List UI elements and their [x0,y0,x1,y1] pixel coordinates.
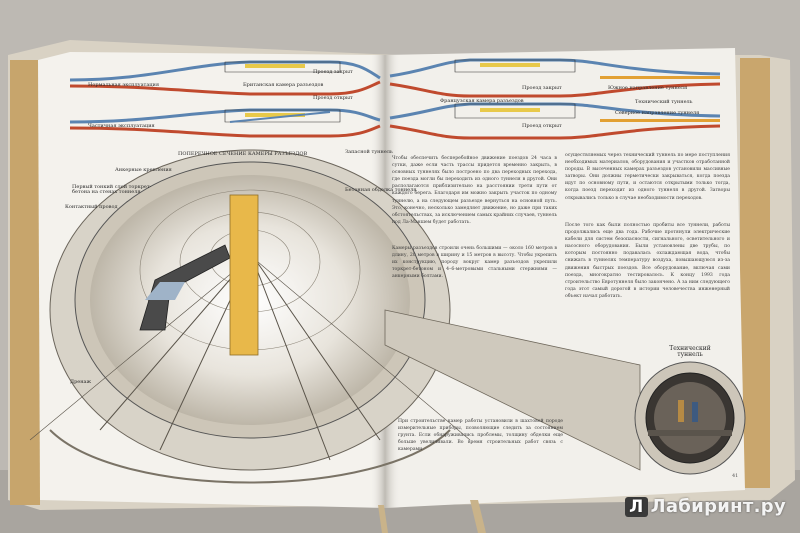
diagram-label-north: Северное направление туннеля [615,110,700,116]
callout-spare-tunnel: Запасной туннель [345,149,393,155]
watermark-text: Лабиринт.ру [650,496,786,517]
service-tunnel-illustration [384,309,746,475]
diagram-label-service: Технический туннель [635,99,693,105]
callout-anchors: Анкерные крепления [115,167,172,173]
callout-concrete-lining: Бетонная обделка тоннеля [345,187,417,193]
left-cover-strip [10,60,40,505]
right-track-diagram-1 [389,58,721,98]
diagram-label-closed: Проезд закрыт [313,69,353,75]
diagram-label-closed-right: Проезд закрыт [522,85,562,91]
section-title: ПОПЕРЕЧНОЕ СЕЧЕНИЕ КАМЕРЫ РАЗЪЕЗДОВ [178,151,308,157]
diagram-label-south: Южное направление туннеля [608,85,688,91]
right-track-diagram-2 [389,102,721,140]
text-column-1-bottom: При строительстве камер работы установил… [398,419,563,453]
text-column-1-mid: Камеры разъездов строили очень большими … [392,246,557,280]
diagram-label-open: Проезд открыт [313,95,353,101]
text-column-1-top: Чтобы обеспечить бесперебойное движение … [392,156,557,225]
diagram-label-french: Французская камера разъездов [440,98,524,104]
callout-drainage: Дренаж [70,379,92,385]
diagram-label-normal: Нормальная эксплуатация [88,82,160,88]
page-number: 41 [732,473,739,479]
callout-contact-wire: Контактный провод [65,204,118,210]
left-track-diagram-2 [69,108,381,138]
diagram-label-partial: Частичная эксплуатация [88,123,155,129]
service-tunnel-label: Технический туннель [669,345,711,358]
text-column-2-mid: После того как были полностью пробиты вс… [565,223,730,299]
diagram-label-open-right: Проезд открыт [522,123,562,129]
text-column-2-top: осуществляемых через технический туннель… [565,153,730,201]
left-track-diagram-1 [69,60,381,96]
yellow-pillar [229,194,259,356]
watermark-badge: Л [625,497,648,517]
diagram-label-british: Британская камера разъездов [243,82,324,88]
tunnel-cross-section [29,149,471,484]
callout-shotcrete: Первый тонкий слой торкрет-бетона на сте… [72,184,152,195]
